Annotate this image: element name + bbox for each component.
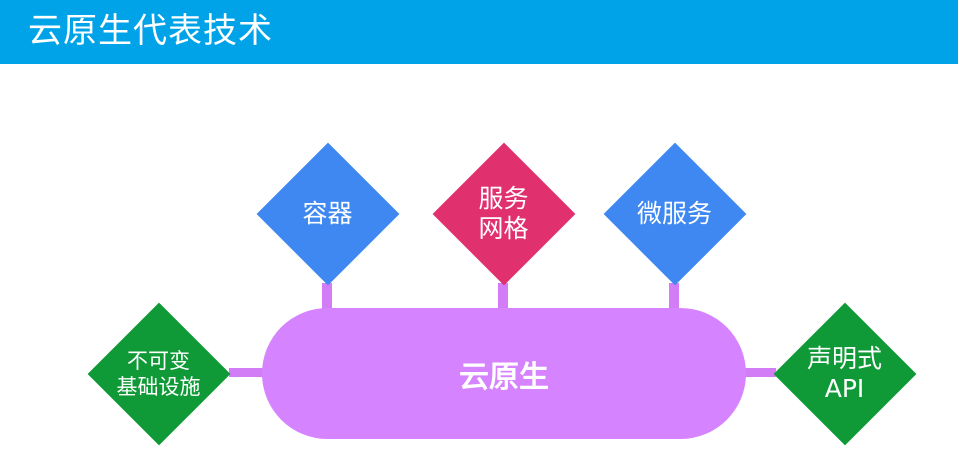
connector-immutable-infrastructure: [229, 368, 264, 377]
node-microservices-line-1: 微服务: [636, 198, 712, 228]
node-declarative-api: 声明式 API: [773, 302, 916, 445]
cloud-native-core: 云原生: [262, 308, 746, 439]
page-title: 云原生代表技术: [28, 11, 273, 51]
cloud-native-core-label: 云原生: [459, 359, 549, 395]
node-microservices: 微服务: [603, 142, 746, 285]
node-immutable-infrastructure-line-1: 不可变: [127, 348, 190, 373]
node-container: 容器: [256, 142, 399, 285]
node-immutable-infrastructure-label: 不可变 基础设施: [87, 302, 230, 445]
node-service-mesh-line-1: 服务: [478, 183, 529, 213]
node-immutable-infrastructure-line-2: 基础设施: [116, 374, 201, 399]
connector-service-mesh: [498, 283, 508, 310]
node-service-mesh: 服务 网格: [432, 142, 575, 285]
node-container-label: 容器: [256, 142, 399, 285]
node-immutable-infrastructure: 不可变 基础设施: [87, 302, 230, 445]
node-microservices-label: 微服务: [603, 142, 746, 285]
node-declarative-api-label: 声明式 API: [773, 302, 916, 445]
node-container-line-1: 容器: [302, 198, 353, 228]
connector-container: [322, 283, 332, 310]
node-service-mesh-label: 服务 网格: [432, 142, 575, 285]
node-declarative-api-line-1: 声明式: [806, 343, 882, 373]
connector-declarative-api: [744, 368, 776, 377]
node-declarative-api-line-2: API: [824, 373, 865, 403]
node-service-mesh-line-2: 网格: [478, 213, 529, 243]
title-bar: 云原生代表技术: [0, 0, 958, 64]
connector-microservices: [669, 283, 679, 310]
